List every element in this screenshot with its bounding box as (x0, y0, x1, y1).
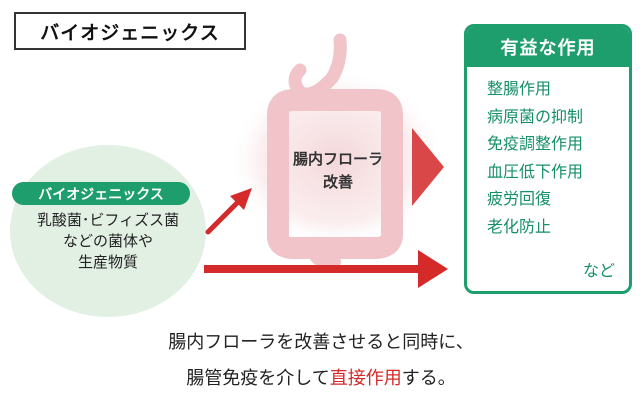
benefit-header-label: 有益な作用 (500, 38, 596, 59)
benefit-item: 整腸作用 (487, 79, 552, 98)
benefit-item: 病原菌の抑制 (487, 106, 584, 126)
title-box: バイオジェニックス (14, 12, 246, 50)
title-label: バイオジェニックス (40, 21, 220, 44)
gut-label-line: 改善 (322, 173, 353, 191)
caption-text: する。 (401, 368, 456, 389)
stomach-intestine-illustration (229, 33, 445, 270)
benefit-header: 有益な作用 (467, 27, 629, 67)
benefit-panel: 有益な作用 整腸作用 病原菌の抑制 免疫調整作用 血圧低下作用 疲労回復 老化防… (464, 24, 632, 294)
benefit-list: 整腸作用 病原菌の抑制 免疫調整作用 血圧低下作用 疲労回復 老化防止 (467, 67, 629, 240)
source-line: 生産物質 (77, 253, 138, 271)
caption-line-2: 腸管免疫を介して直接作用する。 (0, 364, 642, 390)
benefit-etc: など (582, 261, 615, 280)
horizontal-arrow-icon (204, 250, 448, 288)
benefit-item: 疲労回復 (487, 189, 552, 208)
biogenics-badge: バイオジェニックス (12, 182, 190, 205)
gut-label-line: 腸内フローラ (292, 150, 383, 168)
benefit-item: 老化防止 (487, 216, 552, 236)
gut-label: 腸内フローラ 改善 (268, 148, 408, 194)
source-description: 乳酸菌･ビフィズス菌 などの菌体や 生産物質 (10, 210, 206, 273)
caption-text: 腸管免疫を介して (186, 368, 330, 389)
triangle-arrow-icon (412, 128, 444, 206)
benefit-item: 免疫調整作用 (487, 134, 584, 153)
caption-highlight: 直接作用 (329, 368, 402, 389)
source-line: 乳酸菌･ビフィズス菌 (36, 211, 180, 229)
source-line: などの菌体や (62, 232, 153, 250)
caption-line-1: 腸内フローラを改善させると同時に、 (168, 332, 474, 353)
source-circle (10, 145, 206, 317)
diagonal-arrow-icon (205, 188, 252, 235)
benefit-item: 血圧低下作用 (487, 161, 584, 181)
badge-label: バイオジェニックス (38, 186, 164, 203)
